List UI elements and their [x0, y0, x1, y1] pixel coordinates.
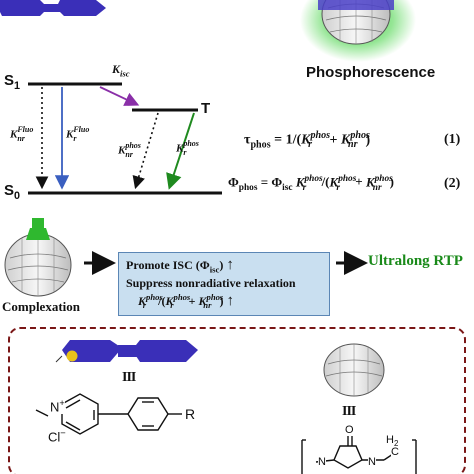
t-label: T	[201, 100, 211, 117]
top-guest-rod	[0, 0, 106, 16]
chloride-label: Cl−	[48, 428, 66, 445]
equivalence-mark-guest: III	[122, 370, 136, 385]
equivalence-mark-host: III	[342, 404, 356, 419]
ratio-expression: Kphosr/(Kphosr + Kphosnr) ↑	[138, 292, 234, 311]
kisc-label: Kisc	[112, 62, 130, 79]
r-group-label: R	[185, 406, 196, 422]
cb-oxygen-label: O	[345, 424, 354, 436]
ultralong-rtp-label: Ultralong RTP	[368, 253, 463, 269]
guest-rod-legend	[55, 340, 198, 363]
cb-methylene-c: C	[391, 446, 399, 458]
suppress-text: Suppress nonradiative relaxation	[126, 276, 296, 290]
pyridinium-n-label: N+	[50, 398, 65, 415]
phosphorescent-complex-illustration	[300, 0, 416, 62]
cb-nitrogen-right: N	[368, 456, 376, 468]
jablonski-diagram	[28, 82, 222, 195]
cb-methylene-h2: H2	[386, 434, 399, 449]
complexation-label: Complexation	[2, 299, 80, 314]
cucurbituril-legend	[323, 343, 385, 397]
promote-isc-text: Promote ISC (Φisc) ↑	[126, 257, 234, 275]
pyridinium-structure	[35, 393, 182, 435]
equation-2-number: (2)	[444, 176, 461, 191]
equation-1: τphos = 1/(Kphosr + Kphosnr)	[244, 130, 371, 151]
equation-1-number: (1)	[444, 132, 461, 147]
s1-label: S1	[4, 72, 21, 92]
equation-2: Φphos = Φisc Kphosr /(Kphosr + Kphosnr)	[228, 174, 394, 193]
cb-nitrogen-left: N	[318, 456, 326, 468]
complexation-illustration	[4, 218, 72, 297]
s0-label: S0	[4, 182, 21, 202]
phosphorescence-label: Phosphorescence	[306, 64, 436, 81]
mechanism-box	[118, 252, 330, 316]
legend-frame	[8, 327, 466, 474]
